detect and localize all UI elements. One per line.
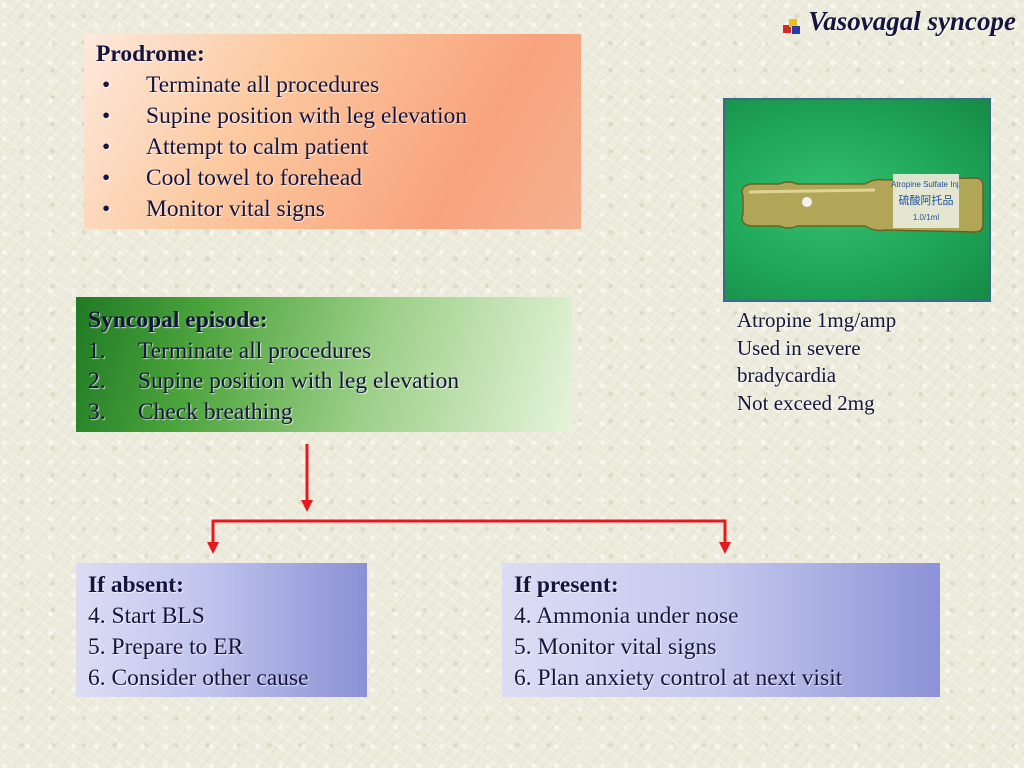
atropine-ampoule-photo: Atropine Sulfate Inj. 硫酸阿托品 1.0/1ml <box>723 98 991 302</box>
syncopal-list: 1. Terminate all procedures 2. Supine posi… <box>88 336 562 428</box>
caption-line: Atropine 1mg/amp <box>737 308 897 332</box>
syncopal-episode-box: Syncopal episode: 1. Terminate all proced… <box>76 297 572 432</box>
arrowhead-right <box>719 542 731 554</box>
list-item: 3. Check breathing <box>88 397 562 428</box>
bullet-marker: • <box>102 165 111 191</box>
ampoule-label-line2: 硫酸阿托品 <box>899 193 954 207</box>
if-present-heading: If present: <box>514 572 619 598</box>
list-item: • Attempt to calm patient <box>96 132 571 163</box>
list-item-text: Check breathing <box>138 398 293 425</box>
atropine-caption: Atropine 1mg/amp Used in severe bradycar… <box>737 307 967 417</box>
list-item-text: Supine position with leg elevation <box>138 368 460 394</box>
list-number: 2. <box>88 368 106 394</box>
list-item: • Cool towel to forehead <box>96 163 571 194</box>
list-number: 1. <box>88 337 106 364</box>
step-line: 4. Ammonia under nose <box>514 603 739 629</box>
bullet-marker: • <box>102 103 111 129</box>
step-line: 4. Start BLS <box>88 603 205 629</box>
step-line: 5. Prepare to ER <box>88 634 244 660</box>
list-item: • Terminate all procedures <box>96 70 571 101</box>
list-item-text: Monitor vital signs <box>146 196 325 222</box>
caption-line: bradycardia <box>737 363 837 387</box>
if-absent-heading: If absent: <box>88 572 184 598</box>
slide-title: Vasovagal syncope <box>782 6 1016 37</box>
ampoule-label-line1: Atropine Sulfate Inj. <box>891 180 961 189</box>
arrowhead-main <box>301 500 313 512</box>
list-item-text: Supine position with leg elevation <box>146 103 468 129</box>
step-line: 6. Consider other cause <box>88 665 309 691</box>
slide-title-text: Vasovagal syncope <box>808 6 1016 36</box>
list-item-text: Attempt to calm patient <box>146 134 369 160</box>
prodrome-list: • Terminate all procedures • Supine positi… <box>96 70 571 225</box>
list-item-text: Terminate all procedures <box>138 337 372 364</box>
caption-line: Not exceed 2mg <box>737 390 875 415</box>
arrowhead-left <box>207 542 219 554</box>
bullet-marker: • <box>102 196 111 222</box>
prodrome-heading: Prodrome: <box>96 41 205 67</box>
prodrome-box: Prodrome: • Terminate all procedures • Sup… <box>84 34 581 229</box>
caption-line: Used in severe <box>737 335 861 360</box>
list-item: 1. Terminate all procedures <box>88 336 562 367</box>
step-line: 6. Plan anxiety control at next visit <box>514 665 843 691</box>
bullet-marker: • <box>102 134 111 160</box>
list-item: • Supine position with leg elevation <box>96 101 571 132</box>
syncopal-heading: Syncopal episode: <box>88 307 268 333</box>
slide-bullet-icon <box>782 12 802 34</box>
if-present-box: If present: 4. Ammonia under nose 5. Mon… <box>502 563 940 697</box>
list-item-text: Terminate all procedures <box>146 72 380 98</box>
list-item: • Monitor vital signs <box>96 194 571 225</box>
bullet-marker: • <box>102 72 111 98</box>
list-item-text: Cool towel to forehead <box>146 165 363 191</box>
ampoule-label-line3: 1.0/1ml <box>913 213 939 222</box>
list-item: 2. Supine position with leg elevation <box>88 366 562 397</box>
if-absent-box: If absent: 4. Start BLS 5. Prepare to ER… <box>76 563 367 697</box>
branch-connector <box>211 519 727 544</box>
list-number: 3. <box>88 398 106 425</box>
step-line: 5. Monitor vital signs <box>514 634 717 660</box>
